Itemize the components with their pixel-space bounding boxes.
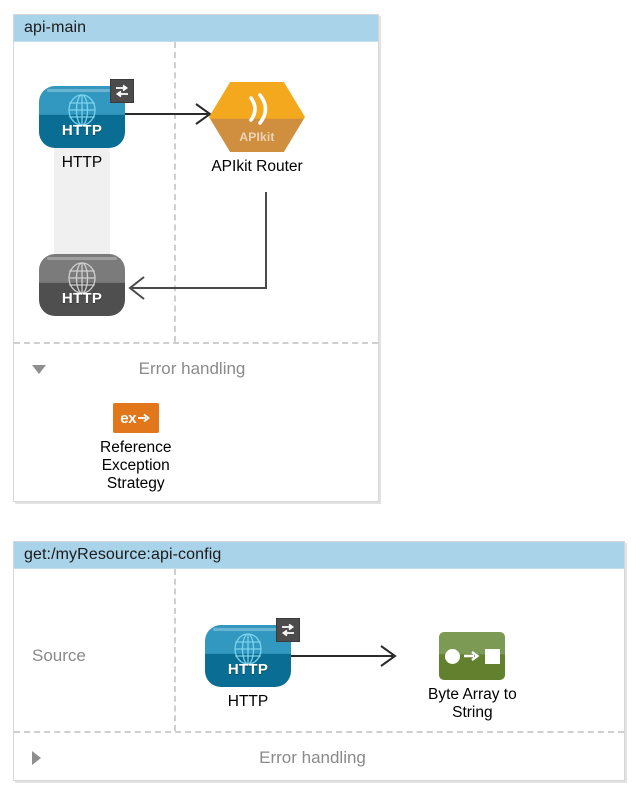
lane-divider — [174, 569, 176, 731]
flow-header-api-main[interactable]: api-main — [14, 15, 378, 42]
node-label: Reference Exception Strategy — [100, 439, 172, 492]
node-label: HTTP — [227, 693, 269, 710]
node-http-response[interactable]: HTTP — [39, 254, 125, 316]
connector-router-to-response — [128, 192, 267, 300]
lane-divider — [174, 42, 176, 342]
arrow-right-glyph — [138, 413, 151, 423]
error-handling-header[interactable]: Error handling — [14, 348, 378, 390]
error-handling-header[interactable]: Error handling — [14, 737, 624, 779]
connector-http-to-transformer — [291, 645, 397, 667]
byte-array-to-string-icon[interactable] — [439, 632, 506, 680]
circle-glyph — [444, 648, 460, 664]
flow-body-api-main: HTTP HTTP — [14, 42, 378, 502]
http-icon-body: HTTP — [205, 625, 291, 687]
flow-panel-api-main[interactable]: api-main — [13, 14, 379, 502]
node-byte-array-to-string[interactable]: Byte Array to String — [428, 632, 517, 722]
source-lane-label: Source — [32, 646, 86, 665]
node-apikit-router[interactable]: APIkit APIkit Router — [209, 82, 305, 176]
http-icon-text: HTTP — [61, 122, 103, 139]
signal-arc-icon — [249, 93, 268, 125]
square-glyph — [484, 648, 500, 664]
triangle-down-icon[interactable] — [32, 364, 46, 374]
apikit-hex-body — [209, 82, 305, 152]
http-icon-text: HTTP — [227, 661, 269, 678]
http-response-icon[interactable]: HTTP — [39, 254, 125, 316]
http-connector-icon[interactable]: HTTP — [205, 618, 300, 687]
flow-panel-get-myresource[interactable]: get:/myResource:api-config Source — [13, 541, 625, 781]
node-label: APIkit Router — [211, 158, 303, 175]
connector-listener-to-router — [124, 103, 212, 125]
error-handling-label: Error handling — [259, 748, 366, 767]
flow-header-get-myresource[interactable]: get:/myResource:api-config — [14, 542, 624, 569]
http-icon-body: HTTP — [39, 254, 125, 316]
http-connector-icon[interactable]: HTTP — [39, 79, 134, 148]
node-http-listener[interactable]: HTTP HTTP — [39, 79, 134, 172]
apikit-router-icon[interactable]: APIkit — [209, 82, 305, 152]
node-http-listener-2[interactable]: HTTP HTTP — [205, 618, 300, 711]
globe-icon — [68, 262, 96, 294]
exchange-badge-icon — [110, 79, 134, 103]
exception-strategy-icon[interactable]: ex — [112, 403, 159, 433]
globe-icon — [234, 633, 262, 665]
http-icon-gloss — [47, 257, 117, 260]
http-icon-gloss — [213, 628, 283, 631]
triangle-right-icon[interactable] — [32, 751, 41, 765]
node-label: HTTP — [61, 154, 103, 171]
flow-title: api-main — [24, 19, 87, 36]
http-icon-text: HTTP — [61, 290, 103, 307]
error-handling-label: Error handling — [138, 359, 246, 378]
http-icon-body: HTTP — [39, 86, 125, 148]
exchange-badge-icon — [276, 618, 300, 642]
flow-title: get:/myResource:api-config — [24, 546, 222, 563]
http-icon-gloss — [47, 89, 117, 92]
arrow-right-glyph — [463, 651, 480, 661]
node-reference-exception-strategy[interactable]: ex Reference Exception Strategy — [100, 403, 172, 492]
node-label: Byte Array to String — [428, 686, 517, 721]
exchange-arrows-glyph — [281, 623, 295, 637]
transformer-icon-body — [439, 632, 506, 680]
flow-body-get-myresource: Source — [14, 569, 624, 781]
exchange-arrows-glyph — [115, 84, 129, 98]
error-handling-divider — [14, 342, 378, 344]
apikit-icon-text: APIkit — [239, 130, 275, 144]
exception-icon-text: ex — [120, 409, 137, 427]
error-handling-divider — [14, 731, 624, 733]
globe-icon — [68, 94, 96, 126]
